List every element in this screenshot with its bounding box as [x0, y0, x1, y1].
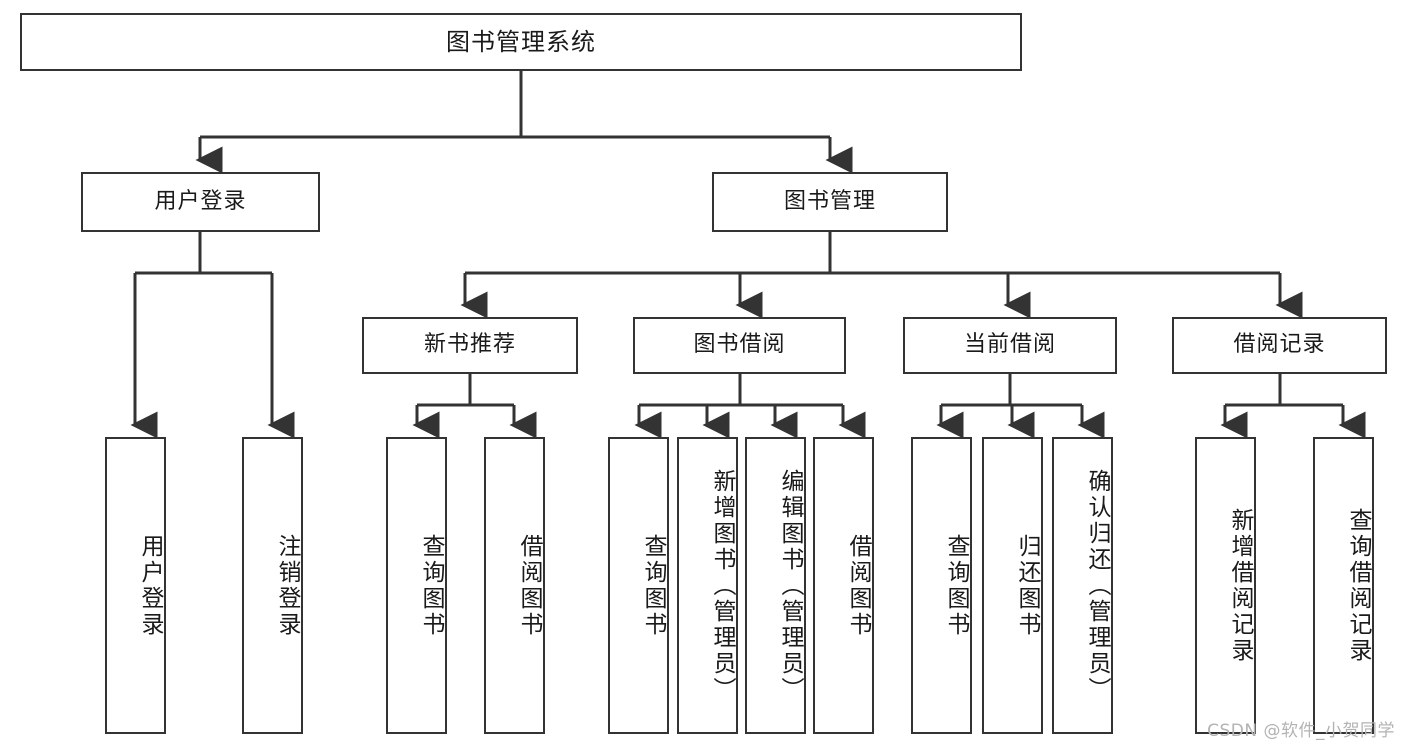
- node-borrow-record[interactable]: 借阅记录: [1172, 317, 1387, 374]
- node-book-manage[interactable]: 图书管理: [712, 172, 948, 232]
- node-leaf-edit-book-admin-label: 编辑图书（管理员）: [777, 468, 803, 703]
- node-new-book-recommend-label: 新书推荐: [423, 332, 516, 358]
- node-leaf-add-borrow-record-label: 新增借阅记录: [1227, 507, 1253, 664]
- node-user-login-label: 用户登录: [154, 188, 247, 214]
- node-leaf-query-book-borrow[interactable]: 查询图书: [608, 437, 669, 734]
- node-leaf-borrow-book-label: 借阅图书: [845, 533, 871, 638]
- node-leaf-borrow-book[interactable]: 借阅图书: [813, 437, 874, 734]
- node-current-borrow-label: 当前借阅: [963, 332, 1056, 358]
- node-leaf-confirm-return-admin-label: 确认归还（管理员）: [1084, 468, 1110, 703]
- node-leaf-user-login[interactable]: 用户登录: [105, 437, 166, 734]
- node-leaf-edit-book-admin[interactable]: 编辑图书（管理员）: [745, 437, 806, 734]
- node-leaf-user-logout-label: 注销登录: [274, 533, 300, 638]
- node-leaf-query-book-current[interactable]: 查询图书: [911, 437, 972, 734]
- node-leaf-user-login-label: 用户登录: [137, 533, 163, 638]
- node-leaf-query-book-current-label: 查询图书: [943, 533, 969, 638]
- node-leaf-query-book-borrow-label: 查询图书: [640, 533, 666, 638]
- node-leaf-return-book[interactable]: 归还图书: [982, 437, 1043, 734]
- node-book-manage-label: 图书管理: [783, 188, 876, 214]
- node-root-label: 图书管理系统: [446, 27, 596, 56]
- node-leaf-add-book-admin[interactable]: 新增图书（管理员）: [677, 437, 738, 734]
- node-leaf-borrow-book-recommend[interactable]: 借阅图书: [484, 437, 545, 734]
- node-leaf-borrow-book-recommend-label: 借阅图书: [516, 533, 542, 638]
- node-leaf-add-borrow-record[interactable]: 新增借阅记录: [1195, 437, 1256, 734]
- node-leaf-query-book-recommend-label: 查询图书: [418, 533, 444, 638]
- node-book-borrow[interactable]: 图书借阅: [633, 317, 846, 374]
- node-leaf-user-logout[interactable]: 注销登录: [242, 437, 303, 734]
- watermark-text: CSDN @软件_小贺同学: [1207, 721, 1395, 741]
- node-leaf-query-borrow-record[interactable]: 查询借阅记录: [1313, 437, 1374, 734]
- node-user-login[interactable]: 用户登录: [81, 172, 320, 232]
- node-new-book-recommend[interactable]: 新书推荐: [362, 317, 578, 374]
- node-root-system[interactable]: 图书管理系统: [20, 13, 1022, 71]
- node-leaf-query-book-recommend[interactable]: 查询图书: [386, 437, 447, 734]
- node-current-borrow[interactable]: 当前借阅: [903, 317, 1117, 374]
- node-leaf-return-book-label: 归还图书: [1014, 533, 1040, 638]
- node-leaf-confirm-return-admin[interactable]: 确认归还（管理员）: [1052, 437, 1113, 734]
- node-book-borrow-label: 图书借阅: [693, 332, 786, 358]
- node-leaf-query-borrow-record-label: 查询借阅记录: [1345, 507, 1371, 664]
- node-leaf-add-book-admin-label: 新增图书（管理员）: [709, 468, 735, 703]
- node-borrow-record-label: 借阅记录: [1233, 332, 1326, 358]
